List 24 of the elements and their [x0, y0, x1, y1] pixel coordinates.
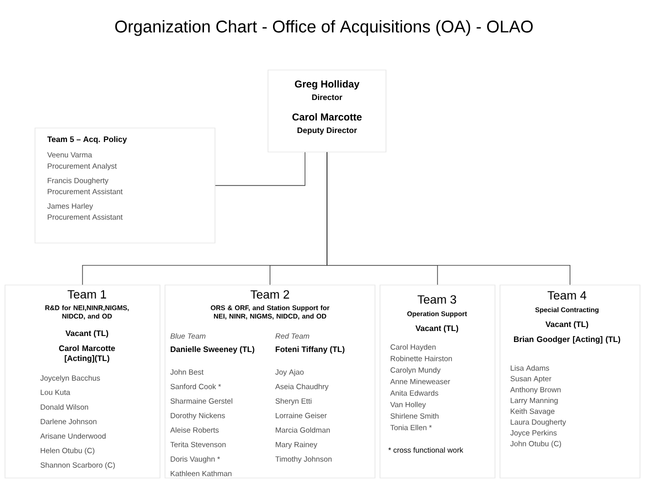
title-text: Organization Chart - Office of Acquisitions (OA) - OLAO [115, 20, 533, 36]
team-leader-name: Danielle Sweeney (TL) [170, 346, 254, 354]
team-box [500, 284, 640, 478]
director-box [268, 70, 386, 152]
director-name: Greg Holliday [294, 80, 360, 90]
team-heading: Team 4 [548, 291, 586, 300]
team-box [34, 128, 216, 244]
team-leader-name: Vacant (TL) [416, 325, 458, 333]
team-leader-name: Carol Marcotte [Acting](TL) [59, 345, 115, 363]
team-heading: Team 2 [250, 290, 290, 299]
team-leader-name: Foteni Tiffany (TL) [276, 346, 344, 354]
team-heading: Team 1 [68, 290, 106, 299]
role-text: Director [312, 94, 342, 100]
team-box [164, 284, 376, 478]
team-heading: Team 5 – Acq. Policy [47, 136, 127, 144]
team-leader-name: Brian Goodger [Acting] (TL) [514, 336, 620, 344]
team-heading: Team 3 [418, 295, 456, 304]
team-leader-name: Vacant (TL) [66, 330, 108, 338]
director-name: Carol Marcotte [292, 113, 362, 121]
team-box [380, 284, 496, 478]
team-box [4, 284, 160, 478]
connector-line [326, 152, 570, 286]
team-leader-name: Vacant (TL) [546, 321, 588, 329]
role-text: Deputy Director [298, 127, 357, 135]
